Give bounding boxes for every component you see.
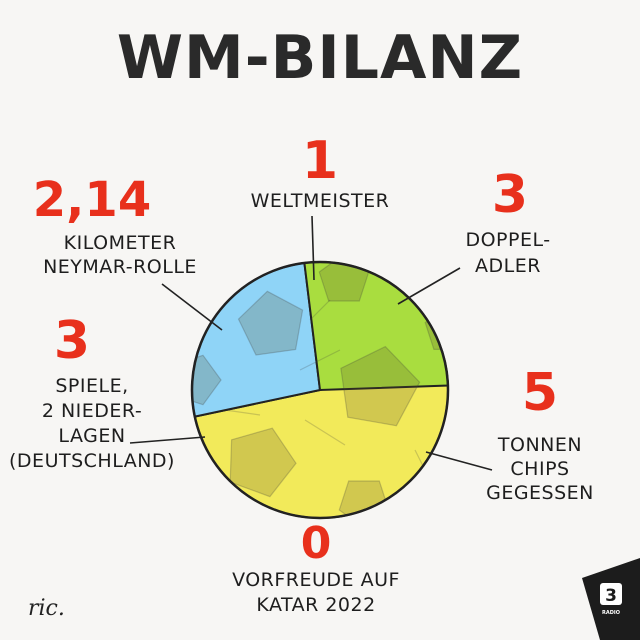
leader-lines bbox=[129, 215, 493, 471]
artist-signature: ric. bbox=[28, 596, 65, 621]
leader-neymar bbox=[161, 283, 223, 331]
value-neymar: 2,14 bbox=[33, 172, 151, 228]
radio-logo: 3 RADIO bbox=[582, 558, 640, 640]
label-neymar-line-0: KILOMETER bbox=[64, 232, 177, 254]
leader-doppeladler bbox=[397, 267, 461, 305]
label-neymar-line-1: NEYMAR-ROLLE bbox=[43, 256, 197, 278]
leader-weltmeister bbox=[311, 215, 315, 281]
label-spiele-line-3: (DEUTSCHLAND) bbox=[9, 450, 175, 472]
label-weltmeister-line-0: WELTMEISTER bbox=[251, 190, 390, 212]
leader-chips bbox=[425, 451, 493, 471]
label-doppeladler-line-1: ADLER bbox=[475, 255, 541, 277]
value-vorfreude: 0 bbox=[301, 518, 332, 569]
label-vorfreude-line-1: KATAR 2022 bbox=[256, 594, 375, 616]
label-vorfreude-line-0: VORFREUDE AUF bbox=[232, 569, 400, 591]
chart-title: WM-BILANZ bbox=[117, 23, 523, 93]
logo-text: RADIO bbox=[602, 610, 620, 616]
label-doppeladler-line-0: DOPPEL- bbox=[465, 229, 550, 251]
value-weltmeister: 1 bbox=[302, 131, 338, 191]
value-spiele: 3 bbox=[54, 311, 90, 371]
leader-spiele bbox=[129, 436, 206, 444]
label-chips-line-2: GEGESSEN bbox=[486, 482, 594, 504]
label-spiele-line-2: LAGEN bbox=[58, 425, 125, 447]
logo-badge: 3 bbox=[605, 586, 617, 606]
label-chips-line-1: CHIPS bbox=[510, 458, 569, 480]
value-doppeladler: 3 bbox=[492, 165, 528, 225]
label-spiele-line-1: 2 NIEDER- bbox=[42, 400, 142, 422]
label-chips-line-0: TONNEN bbox=[497, 434, 582, 456]
pie-chart bbox=[190, 260, 450, 520]
value-chips: 5 bbox=[522, 363, 558, 423]
label-spiele-line-0: SPIELE, bbox=[55, 375, 128, 397]
